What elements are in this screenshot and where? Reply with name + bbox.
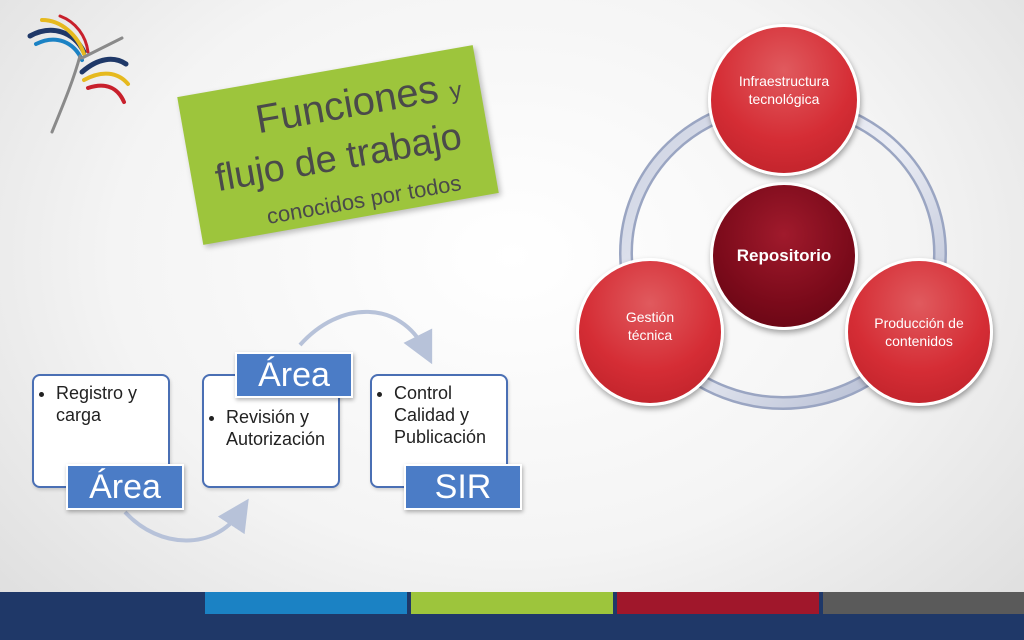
cycle-node-2-label: Producción de contenidos xyxy=(874,315,964,349)
bird-logo-icon xyxy=(27,14,130,134)
cycle-node-gestion: Gestión técnica xyxy=(576,258,724,406)
cycle-node-1-label: Infraestructura tecnológica xyxy=(738,73,830,107)
cycle-node-produccion: Producción de contenidos xyxy=(845,258,993,406)
cycle-node-infraestructura: Infraestructura tecnológica xyxy=(708,24,860,176)
step-3-tag: SIR xyxy=(404,464,522,510)
step-2-tag: Área xyxy=(235,352,353,398)
arrow-step2-to-step3 xyxy=(298,309,433,365)
arrow-step1-to-step2 xyxy=(123,498,249,543)
step-3-bullet: Control Calidad y Publicación xyxy=(394,382,506,448)
bar-segment-blue xyxy=(205,592,407,614)
step-2-bullet: Revisión y Autorización xyxy=(226,406,338,450)
cycle-node-3-label: Gestión técnica xyxy=(625,309,675,343)
bar-segment-gray xyxy=(823,592,1024,614)
cycle-center-label: Repositorio xyxy=(736,246,832,265)
cycle-center-repositorio: Repositorio xyxy=(710,182,858,330)
step-1-bullet: Registro y carga xyxy=(56,382,168,426)
bar-segment-red xyxy=(617,592,819,614)
step-1-tag: Área xyxy=(66,464,184,510)
bar-segment-green xyxy=(411,592,613,614)
